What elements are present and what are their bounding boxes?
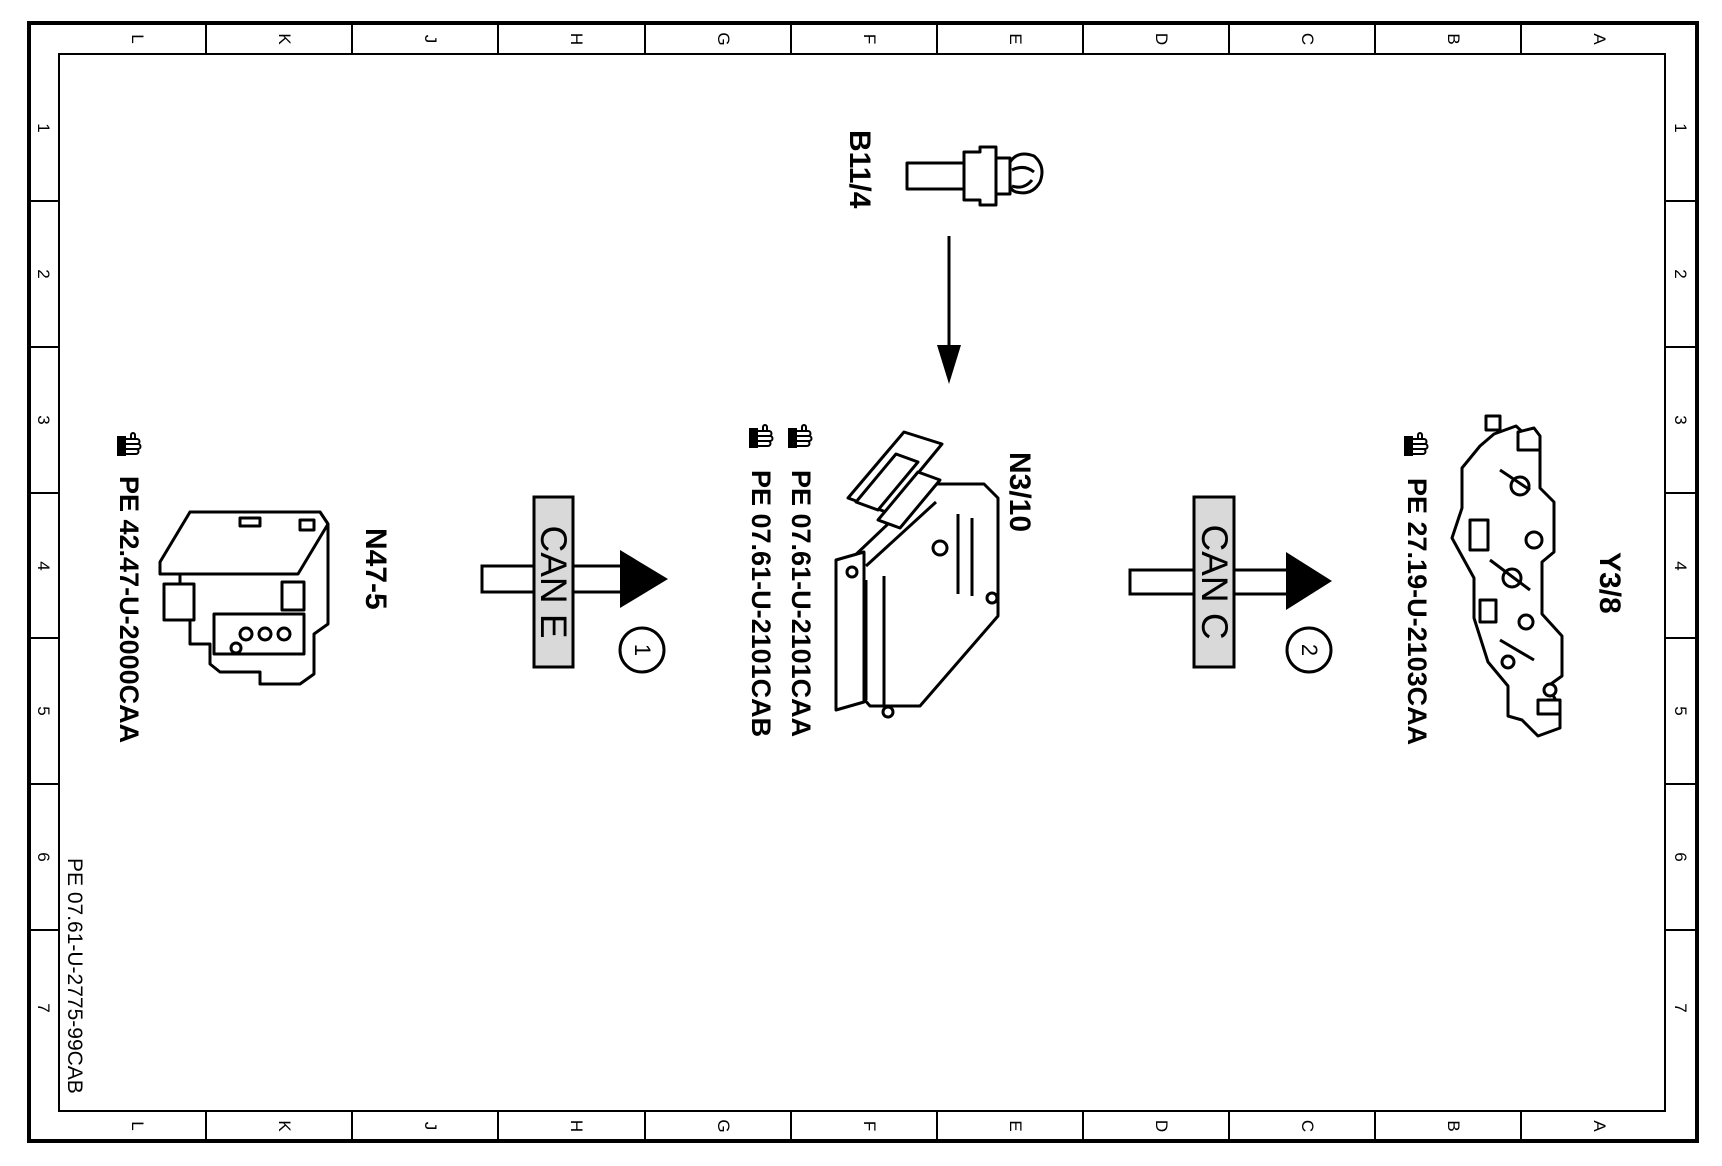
zone-dividers-bottom: [205, 1111, 1522, 1141]
abs-unit-pe-reference: PE 42.47-U-2000CAA: [114, 432, 144, 743]
zone-row-label: 4: [34, 561, 53, 570]
pointing-hand-icon: [1403, 432, 1429, 458]
engine-ecu-illustration: [834, 430, 1000, 719]
sensor-signal-arrow: [937, 236, 961, 384]
zone-col-label: F: [860, 34, 879, 44]
zone-col-label: J: [421, 35, 440, 44]
zone-col-label: C: [1298, 33, 1317, 45]
zone-col-label: C: [1298, 1120, 1317, 1132]
zone-row-label: 3: [34, 415, 53, 424]
can-c-connection: CAN C 2: [1128, 495, 1333, 674]
row-labels-left: 1 2 3 4 5 6 7: [34, 123, 53, 1012]
zone-row-label: 6: [34, 852, 53, 861]
zone-row-label: 2: [34, 269, 53, 278]
zone-row-label: 5: [1671, 706, 1690, 715]
zone-row-label: 6: [1671, 852, 1690, 861]
zone-dividers-right: [1665, 200, 1697, 931]
zone-col-label: B: [1444, 33, 1463, 44]
zone-col-label: G: [714, 32, 733, 45]
document-reference: PE 07.61-U-2775-99CAB: [63, 858, 86, 1094]
zone-row-label: 1: [1671, 123, 1690, 132]
zone-col-label: K: [275, 33, 294, 45]
abs-unit-illustration: [158, 510, 330, 686]
engine-ecu-pe-references: PE 07.61-U-2101CAA PE 07.61-U-2101CAB: [746, 424, 816, 737]
zone-col-label: A: [1590, 1120, 1609, 1132]
zone-col-label: B: [1444, 1120, 1463, 1131]
pointing-hand-icon: [748, 424, 774, 450]
pe-reference-text: PE 07.61-U-2101CAB: [746, 470, 776, 737]
pe-reference-text: PE 27.19-U-2103CAA: [1402, 478, 1432, 745]
zone-row-label: 2: [1671, 269, 1690, 278]
zone-row-label: 5: [34, 706, 53, 715]
zone-col-label: H: [567, 1120, 586, 1132]
zone-col-label: K: [275, 1120, 294, 1132]
can-e-connection: CAN E 1: [480, 495, 668, 674]
pe-reference-text: PE 07.61-U-2101CAA: [786, 470, 816, 737]
zone-col-label: E: [1006, 1120, 1025, 1131]
row-labels-right: 1 2 3 4 5 6 7: [1671, 123, 1690, 1012]
pointing-hand-icon: [116, 432, 142, 458]
zone-row-label: 4: [1671, 561, 1690, 570]
engine-ecu-code: N3/10: [1003, 452, 1036, 532]
connection-number: 1: [630, 644, 655, 656]
zone-col-label: D: [1152, 33, 1171, 45]
pe-reference-text: PE 42.47-U-2000CAA: [114, 476, 144, 743]
valve-body-illustration: [1450, 414, 1564, 738]
zone-col-label: A: [1590, 33, 1609, 45]
zone-col-label: D: [1152, 1120, 1171, 1132]
zone-col-label: L: [128, 34, 147, 43]
can-bus-label: CAN C: [1194, 524, 1235, 639]
zone-dividers-left: [29, 200, 59, 931]
zone-col-label: G: [714, 1119, 733, 1132]
zone-row-label: 3: [1671, 415, 1690, 424]
zone-col-label: F: [860, 1121, 879, 1131]
outer-frame: [27, 21, 1699, 1143]
zone-col-label: H: [567, 33, 586, 45]
connection-number: 2: [1297, 644, 1322, 656]
temp-sensor-illustration: [905, 145, 1044, 207]
zone-row-label: 7: [34, 1003, 53, 1012]
pointing-hand-icon: [787, 424, 813, 450]
zone-dividers-top: [205, 23, 1522, 54]
zone-col-label: L: [128, 1121, 147, 1130]
zone-row-label: 1: [34, 123, 53, 132]
abs-unit-code: N47-5: [359, 528, 392, 610]
zone-col-label: E: [1006, 33, 1025, 44]
column-labels-bottom: L K J H G F E D C B A: [128, 1119, 1609, 1132]
zone-col-label: J: [421, 1122, 440, 1131]
inner-frame: [58, 53, 1666, 1112]
valve-body-pe-reference: PE 27.19-U-2103CAA: [1402, 432, 1432, 745]
column-labels-top: L K J H G F E D C B A: [128, 32, 1609, 45]
can-bus-label: CAN E: [533, 525, 574, 638]
zone-row-label: 7: [1671, 1003, 1690, 1012]
valve-body-code: Y3/8: [1593, 552, 1626, 614]
temp-sensor-code: B11/4: [843, 130, 876, 209]
